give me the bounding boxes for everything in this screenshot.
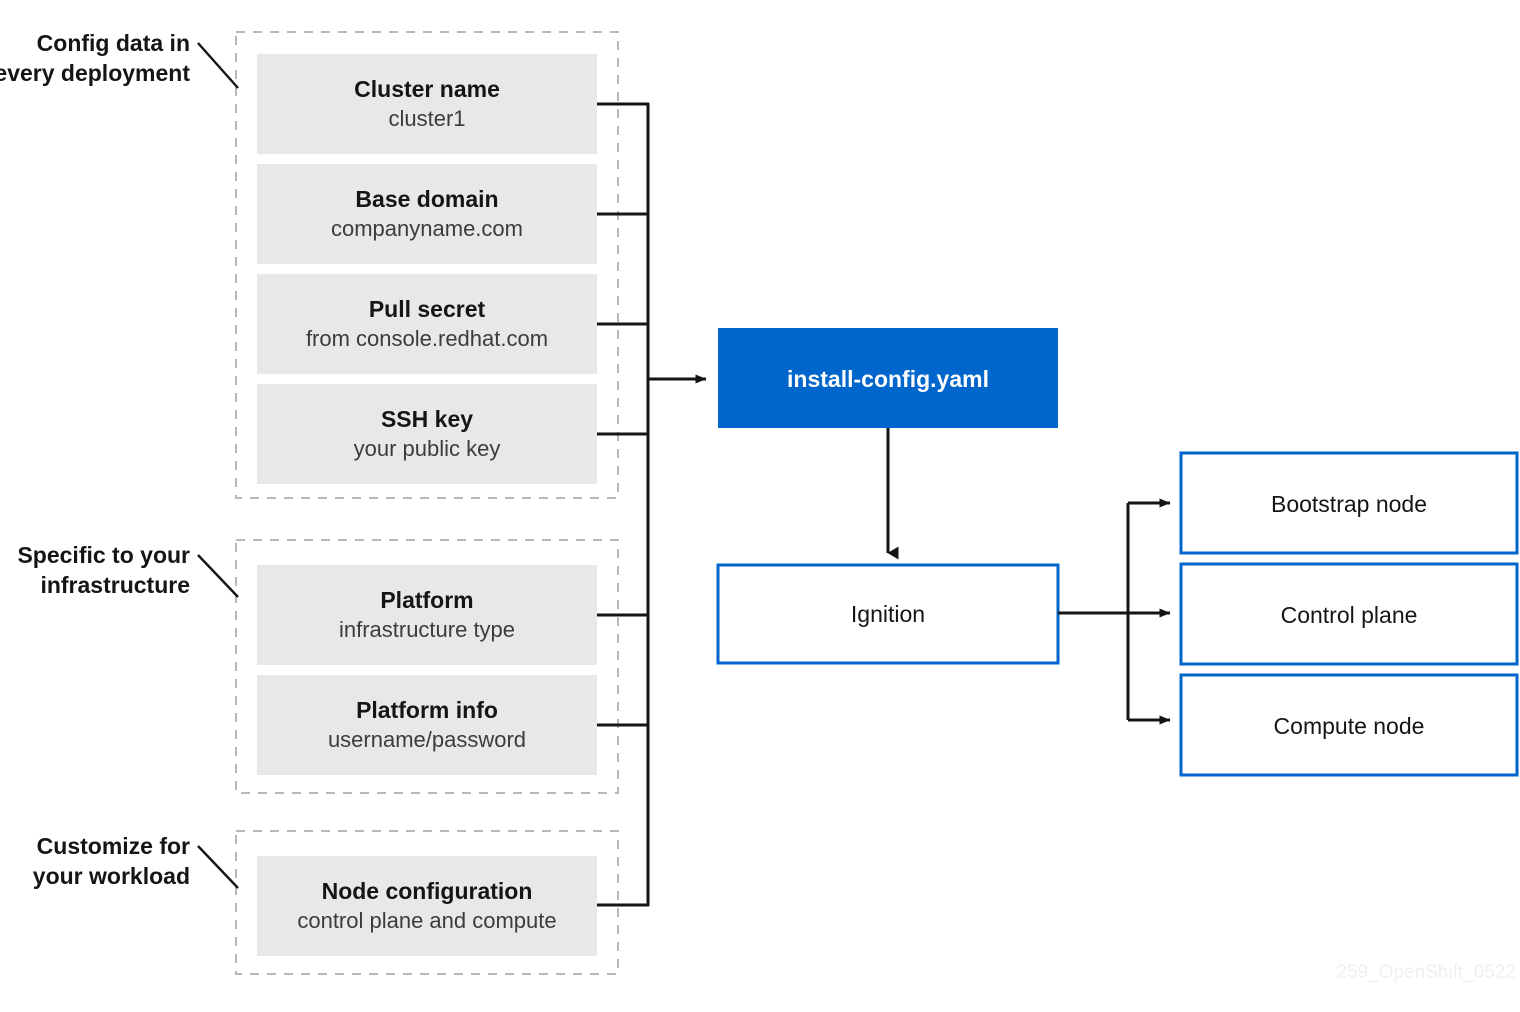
config-item-base-domain: Base domain companyname.com [257,164,597,264]
config-item-pull-secret-title: Pull secret [369,296,486,322]
config-item-cluster-name-title: Cluster name [354,76,500,102]
config-item-node-configuration: Node configuration control plane and com… [257,856,597,956]
ignition-fork [1058,498,1171,725]
config-item-platform-title: Platform [380,587,473,613]
group-2-label-line2: infrastructure [40,572,190,598]
config-item-base-domain-subtitle: companyname.com [331,216,523,241]
config-item-ssh-key-subtitle: your public key [354,436,501,461]
config-item-ssh-key-title: SSH key [381,406,473,432]
group-3-label-line2: your workload [33,863,190,889]
watermark-label: 259_OpenShift_0522 [1336,962,1516,983]
config-item-platform-info: Platform info username/password [257,675,597,775]
group-2-leader-line [197,554,239,598]
config-item-platform-info-box [257,675,597,775]
config-item-node-configuration-subtitle: control plane and compute [297,908,556,933]
node-control-plane: Control plane [1179,562,1519,666]
config-item-cluster-name: Cluster name cluster1 [257,54,597,154]
config-item-ssh-key: SSH key your public key [257,384,597,484]
group-workload: Customize for your workload Node configu… [33,830,619,975]
control-plane-label: Control plane [1281,602,1418,628]
config-item-platform: Platform infrastructure type [257,565,597,665]
control-plane-box [1179,562,1519,666]
group-3-label-line1: Customize for [37,833,190,859]
compute-node-box [1179,673,1519,777]
group-config-data: Config data in every deployment Cluster … [0,30,619,499]
config-item-pull-secret-box [257,274,597,374]
ignition-label: Ignition [851,601,925,627]
node-bootstrap: Bootstrap node [1179,451,1519,555]
group-1-label-line2: every deployment [0,60,190,86]
config-item-platform-box [257,565,597,665]
group-1-label-line1: Config data in [37,30,190,56]
config-item-cluster-name-subtitle: cluster1 [388,106,465,131]
compute-node-label: Compute node [1274,713,1425,739]
config-item-node-configuration-title: Node configuration [322,878,533,904]
ignition-node: Ignition [716,563,1060,665]
group-2-dashed-border [235,539,619,794]
install-config-label: install-config.yaml [787,366,989,392]
node-compute: Compute node [1179,673,1519,777]
config-item-cluster-name-box [257,54,597,154]
bootstrap-node-label: Bootstrap node [1271,491,1427,517]
config-item-pull-secret-subtitle: from console.redhat.com [306,326,548,351]
config-item-platform-info-subtitle: username/password [328,727,526,752]
ignition-box [716,563,1060,665]
install-config-node: install-config.yaml [718,328,1058,428]
group-3-leader-line [197,845,239,889]
group-1-dashed-border [235,31,619,499]
config-item-ssh-key-box [257,384,597,484]
config-item-platform-subtitle: infrastructure type [339,617,515,642]
group-3-dashed-border [235,830,619,975]
config-item-base-domain-title: Base domain [355,186,498,212]
group-1-leader-line [197,42,239,89]
bootstrap-node-box [1179,451,1519,555]
group-2-label-line1: Specific to your [17,542,190,568]
config-collector-bracket [597,102,707,907]
group-infrastructure: Specific to your infrastructure Platform… [17,539,619,794]
install-config-box [718,328,1058,428]
config-item-node-configuration-box [257,856,597,956]
config-item-base-domain-box [257,164,597,264]
config-item-pull-secret: Pull secret from console.redhat.com [257,274,597,374]
config-item-platform-info-title: Platform info [356,697,498,723]
